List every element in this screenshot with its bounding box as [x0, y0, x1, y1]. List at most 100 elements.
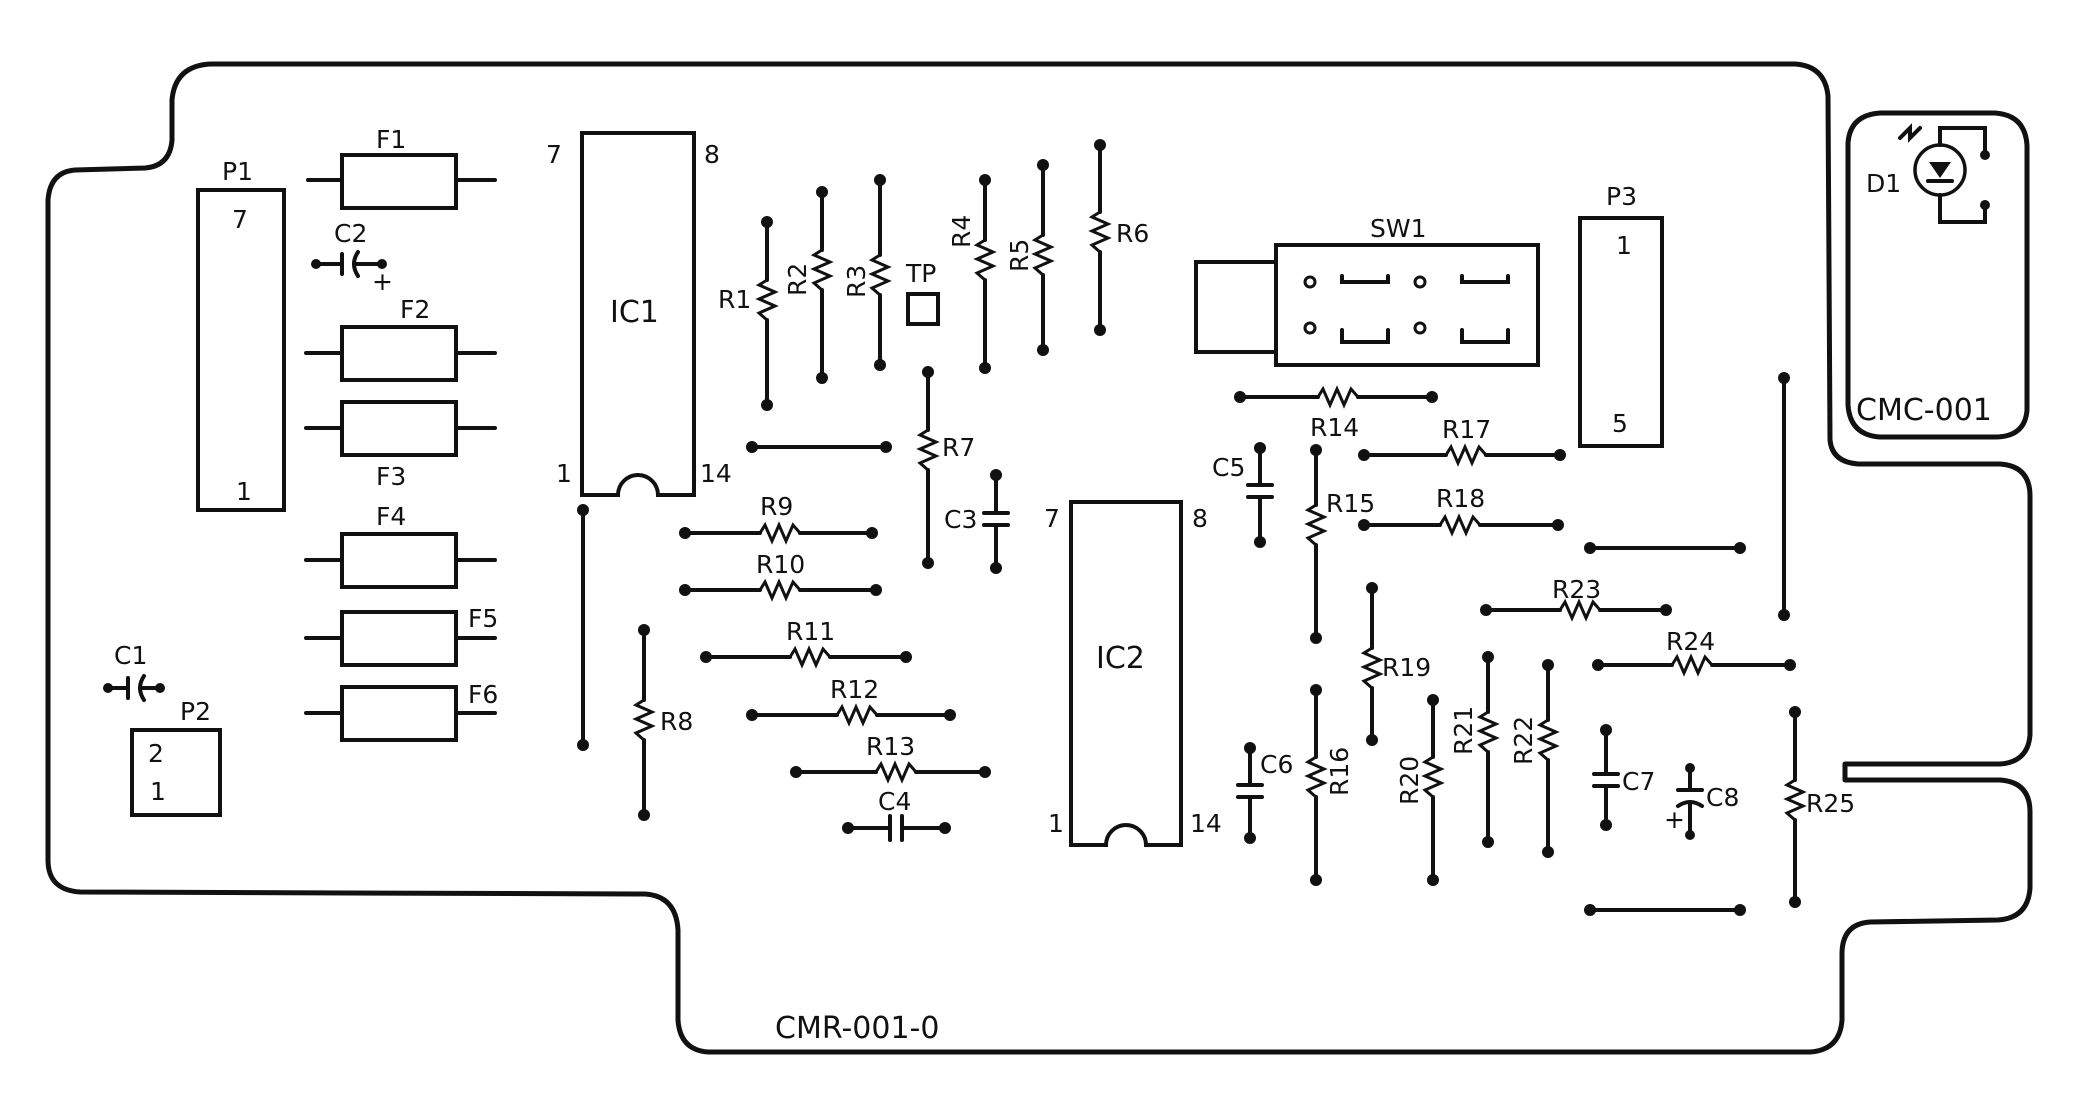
jumper-wires	[577, 372, 1790, 916]
resistor-r1: R1	[718, 216, 779, 411]
resistor-r17: R17	[1358, 415, 1566, 467]
board-part-number: CMR-001-0	[775, 1011, 939, 1046]
resistor-r15-label: R15	[1326, 489, 1375, 518]
fuse-f2: F2	[304, 295, 497, 382]
fuse-f6-label: F6	[468, 680, 498, 709]
resistor-r5: R5	[1005, 159, 1055, 356]
resistor-r6: R6	[1088, 139, 1149, 336]
resistor-r16-label: R16	[1325, 747, 1354, 796]
capacitor-c5: C5	[1212, 442, 1274, 548]
capacitor-c2-label: C2	[334, 219, 367, 248]
capacitor-c7: C7	[1592, 724, 1655, 831]
resistor-r6-label: R6	[1116, 219, 1149, 248]
resistor-r17-label: R17	[1442, 415, 1491, 444]
ic1-package	[580, 131, 696, 497]
p2-pin-bottom: 1	[150, 777, 166, 806]
capacitor-c8-label: C8	[1706, 783, 1739, 812]
capacitor-c3: C3	[944, 469, 1010, 574]
p3-pin-bottom: 5	[1612, 409, 1628, 438]
switch-sw1-label: SW1	[1370, 214, 1427, 243]
capacitor-c2-plus: +	[372, 267, 393, 296]
sub-board-part-number: CMC-001	[1856, 393, 1992, 428]
fuse-f1-label: F1	[376, 125, 406, 154]
resistor-r25: R25	[1783, 706, 1855, 908]
capacitor-c6-label: C6	[1260, 750, 1293, 779]
ic1-pin-8: 8	[704, 140, 720, 169]
resistor-r23: R23	[1480, 575, 1672, 622]
resistor-r20-label: R20	[1395, 756, 1424, 805]
capacitor-c4-label: C4	[878, 787, 911, 816]
ic1-pin-1: 1	[556, 459, 572, 488]
fuse-f1: F1	[306, 125, 497, 210]
resistor-r2: R2	[783, 186, 834, 384]
p1-connector	[196, 188, 286, 512]
capacitor-c2: C2 +	[311, 219, 393, 296]
diode-d1-label: D1	[1866, 169, 1901, 198]
ic1-pin-14: 14	[700, 459, 732, 488]
capacitor-c8-plus: +	[1664, 805, 1685, 834]
resistor-r8: R8	[632, 624, 693, 821]
resistor-r18: R18	[1358, 484, 1564, 537]
resistor-r10-label: R10	[756, 550, 805, 579]
resistor-r13-label: R13	[866, 732, 915, 761]
resistor-r22: R22	[1509, 659, 1560, 858]
fuse-f5: F5	[304, 604, 498, 667]
resistor-r14: R14	[1234, 385, 1438, 442]
p3-label: P3	[1606, 182, 1637, 211]
resistor-r15: R15	[1304, 444, 1375, 644]
capacitor-c5-label: C5	[1212, 453, 1245, 482]
resistor-r25-label: R25	[1806, 789, 1855, 818]
fuse-f6: F6	[304, 680, 498, 742]
p2-connector	[130, 728, 222, 817]
fuse-f3: F3	[304, 400, 497, 491]
resistor-r11-label: R11	[786, 617, 835, 646]
resistor-r12: R12	[746, 675, 956, 727]
p2-label: P2	[180, 697, 211, 726]
fuse-f2-label: F2	[400, 295, 430, 324]
capacitor-c1-label: C1	[114, 641, 147, 670]
resistor-r1-label: R1	[718, 285, 751, 314]
resistor-r4: R4	[947, 174, 997, 374]
resistor-r8-label: R8	[660, 707, 693, 736]
test-point-label: TP	[905, 259, 936, 288]
ic2-pin-1: 1	[1048, 809, 1064, 838]
capacitor-c3-label: C3	[944, 505, 977, 534]
board-outline	[45, 61, 2033, 1055]
fuse-f4-label: F4	[376, 502, 406, 531]
resistor-r18-label: R18	[1436, 484, 1485, 513]
resistor-r5-label: R5	[1005, 239, 1034, 272]
resistor-r12-label: R12	[830, 675, 879, 704]
resistor-r7-label: R7	[942, 433, 975, 462]
capacitor-c1: C1	[103, 641, 165, 702]
ic2-package	[1069, 500, 1183, 847]
resistor-r22-label: R22	[1509, 716, 1538, 765]
resistor-r4-label: R4	[947, 215, 976, 248]
switch-sw1: SW1	[1194, 214, 1540, 367]
capacitor-c4: C4	[842, 787, 951, 842]
resistor-r21: R21	[1449, 651, 1500, 848]
resistor-r7: R7	[916, 366, 975, 569]
resistor-r14-label: R14	[1310, 413, 1359, 442]
resistor-r24-label: R24	[1666, 627, 1715, 656]
ic2-pin-7: 7	[1044, 504, 1060, 533]
diode-d1: D1	[1866, 123, 1990, 224]
resistor-r3-label: R3	[842, 265, 871, 298]
resistor-r11: R11	[700, 617, 912, 669]
resistor-r9: R9	[679, 492, 878, 545]
ic2-pin-14: 14	[1190, 809, 1222, 838]
resistor-r24: R24	[1592, 627, 1796, 677]
resistor-r3: R3	[842, 174, 892, 371]
p3-connector	[1578, 216, 1664, 448]
resistor-r23-label: R23	[1552, 575, 1601, 604]
resistor-r20: R20	[1395, 694, 1445, 886]
resistor-r2-label: R2	[783, 263, 812, 296]
fuse-f4: F4	[304, 502, 497, 589]
fuse-f5-label: F5	[468, 604, 498, 633]
ic1-pin-7: 7	[546, 140, 562, 169]
resistor-r16: R16	[1304, 684, 1354, 886]
resistor-r13: R13	[790, 732, 991, 784]
capacitor-c6: C6	[1236, 742, 1293, 844]
p1-label: P1	[222, 157, 253, 186]
ic2-label: IC2	[1096, 641, 1145, 676]
